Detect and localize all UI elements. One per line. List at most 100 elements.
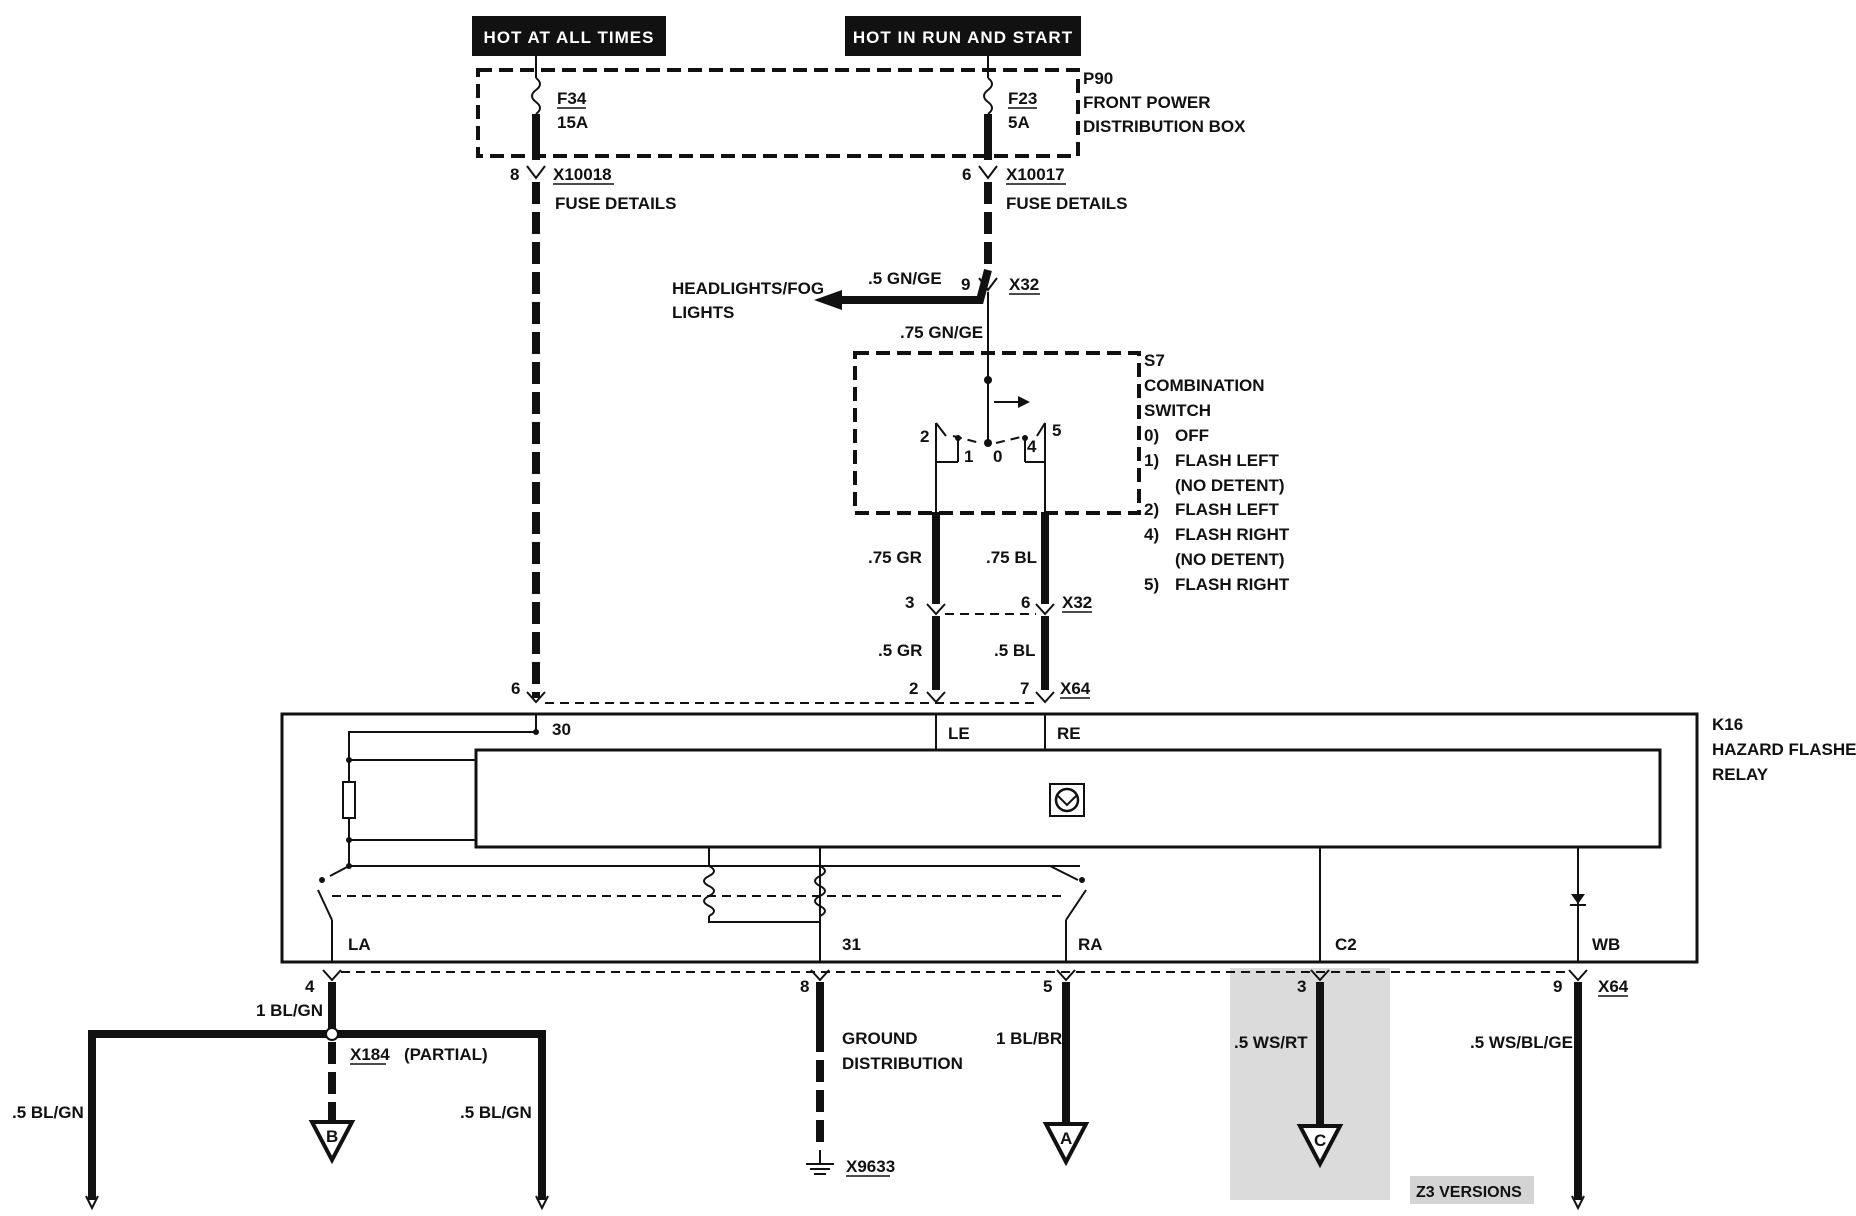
x64-bottom-pin-9: 9 xyxy=(1553,977,1562,996)
connector-a-arrow-icon xyxy=(1042,1122,1090,1167)
fuse-f23-id: F23 xyxy=(1008,89,1037,108)
x64-bottom-connector: 4 8 5 3 9 X64 xyxy=(305,969,1629,997)
arrow-c-label: C xyxy=(1314,1131,1326,1150)
ground-output: GROUND DISTRIBUTION X9633 xyxy=(806,982,963,1177)
position-num-6: 5) xyxy=(1144,575,1159,594)
power-box-id: P90 xyxy=(1083,69,1113,88)
electronic-module-icon xyxy=(1049,783,1085,817)
x64-bottom-pin-8: 8 xyxy=(800,977,809,996)
fuse-f23-icon xyxy=(983,77,993,115)
x184-note: (PARTIAL) xyxy=(404,1045,488,1064)
relay-coil-icon xyxy=(703,865,715,917)
fuse-connector-left-note: FUSE DETAILS xyxy=(555,194,677,213)
power-box-name-line1: FRONT POWER xyxy=(1083,93,1211,112)
headlights-connector: X32 xyxy=(1009,275,1039,294)
x64-top-pin-2: 2 xyxy=(909,679,918,698)
x64-bottom-pin-5: 5 xyxy=(1043,977,1052,996)
switch-name-line2: SWITCH xyxy=(1144,401,1211,420)
switch-contact-1: 1 xyxy=(964,447,973,466)
terminal-la: LA xyxy=(348,935,371,954)
resistor-icon xyxy=(342,781,356,819)
switch-positions-legend: 0) OFF 1) FLASH LEFT (NO DETENT) 2) FLAS… xyxy=(1144,426,1290,594)
position-text-5: (NO DETENT) xyxy=(1175,550,1285,569)
connector-b-arrow-icon xyxy=(308,1120,356,1165)
terminal-le: LE xyxy=(948,724,970,743)
la-output: B 1 BL/GN X184 (PARTIAL) .5 BL/GN .5 BL/… xyxy=(12,982,549,1211)
z3-versions-label: Z3 VERSIONS xyxy=(1416,1184,1522,1201)
fuse-connector-right-pin: 6 xyxy=(962,165,971,184)
ground-label-line1: GROUND xyxy=(842,1029,918,1048)
position-text-6: FLASH RIGHT xyxy=(1175,575,1290,594)
hot-at-all-times-header: HOT AT ALL TIMES xyxy=(472,16,666,56)
fuse-connector-left-id: X10018 xyxy=(553,165,612,184)
ground-id: X9633 xyxy=(846,1157,895,1176)
x64-top-pin-6: 6 xyxy=(511,679,520,698)
x64-top-connector: 6 2 7 X64 xyxy=(511,679,1091,704)
x32-right-pin: 6 xyxy=(1021,593,1030,612)
wire-left-upper: .75 GR xyxy=(868,548,922,567)
wb-wire-label: .5 WS/BL/GE xyxy=(1470,1033,1573,1052)
relay-name-line1: HAZARD FLASHER xyxy=(1712,740,1856,759)
relay-name-line2: RELAY xyxy=(1712,765,1769,784)
fuse-connector-left-pin: 8 xyxy=(510,165,519,184)
ground-label-line2: DISTRIBUTION xyxy=(842,1054,963,1073)
ra-output: A 1 BL/BR xyxy=(996,982,1090,1167)
wb-output: .5 WS/BL/GE xyxy=(1470,982,1585,1211)
position-text-0: OFF xyxy=(1175,426,1209,445)
switch-name-line1: COMBINATION xyxy=(1144,376,1265,395)
x64-bottom-id: X64 xyxy=(1598,977,1629,996)
x64-bottom-pin-4: 4 xyxy=(305,977,315,996)
fuse-f34-icon xyxy=(531,77,541,115)
hazard-flasher-relay: 30 LE RE LA 31 RA C2 WB K16 HAZARD FLASH… xyxy=(280,712,1856,964)
x32-bottom-id: X32 xyxy=(1062,593,1092,612)
connector-c-arrow-icon xyxy=(1296,1124,1344,1169)
ra-wire-label: 1 BL/BR xyxy=(996,1029,1062,1048)
combination-switch: 2 1 0 4 5 S7 COMBINATION SWITCH xyxy=(853,351,1265,515)
ground-icon xyxy=(806,1150,834,1175)
x64-bottom-pin-3: 3 xyxy=(1297,977,1306,996)
fuse-connector-right-id: X10017 xyxy=(1006,165,1065,184)
x184-id: X184 xyxy=(350,1045,390,1064)
x64-top-id: X64 xyxy=(1060,679,1091,698)
la-wire-label: 1 BL/GN xyxy=(256,1001,323,1020)
hot-in-run-and-start-header: HOT IN RUN AND START xyxy=(845,16,1081,56)
hot-at-all-times-label: HOT AT ALL TIMES xyxy=(484,28,655,47)
position-num-3: 2) xyxy=(1144,500,1159,519)
arrow-a-label: A xyxy=(1060,1129,1072,1148)
diode-icon xyxy=(1571,894,1585,904)
branch-left-wire: .5 BL/GN xyxy=(12,1103,84,1122)
headlights-branch: .5 GN/GE 9 X32 HEADLIGHTS/FOG LIGHTS .75… xyxy=(672,182,1040,380)
terminal-wb: WB xyxy=(1592,935,1620,954)
switch-feed-wire: .75 GN/GE xyxy=(900,323,983,342)
switch-direction-arrow-icon xyxy=(1018,396,1030,408)
hot-in-run-and-start-label: HOT IN RUN AND START xyxy=(853,28,1073,47)
wire-right-lower: .5 BL xyxy=(994,641,1036,660)
switch-contact-4: 4 xyxy=(1027,437,1037,456)
headlights-label-line2: LIGHTS xyxy=(672,303,734,322)
c2-output: C .5 WS/RT xyxy=(1234,982,1344,1169)
headlights-label-line1: HEADLIGHTS/FOG xyxy=(672,279,824,298)
relay-id: K16 xyxy=(1712,715,1743,734)
position-num-1: 1) xyxy=(1144,451,1159,470)
z3-versions-region: Z3 VERSIONS xyxy=(1230,968,1534,1204)
switch-id: S7 xyxy=(1144,351,1165,370)
x64-top-pin-7: 7 xyxy=(1020,679,1029,698)
terminal-ra: RA xyxy=(1078,935,1103,954)
arrow-b-label: B xyxy=(326,1127,338,1146)
c2-wire-label: .5 WS/RT xyxy=(1234,1033,1308,1052)
position-text-1: FLASH LEFT xyxy=(1175,451,1279,470)
wire-right-upper: .75 BL xyxy=(986,548,1037,567)
power-box-name-line2: DISTRIBUTION BOX xyxy=(1083,117,1246,136)
fuse-connector-right-note: FUSE DETAILS xyxy=(1006,194,1128,213)
fuse-f34-id: F34 xyxy=(557,89,587,108)
terminal-30: 30 xyxy=(552,720,571,739)
headlights-wire: .5 GN/GE xyxy=(868,269,942,288)
relay-electronics-block xyxy=(474,748,1662,849)
switch-contact-2: 2 xyxy=(920,427,929,446)
headlights-arrow-icon xyxy=(814,290,842,310)
fuse-f34-rating: 15A xyxy=(557,113,588,132)
wire-left-lower: .5 GR xyxy=(878,641,922,660)
terminal-31: 31 xyxy=(842,935,861,954)
fuse-f23-rating: 5A xyxy=(1008,113,1030,132)
